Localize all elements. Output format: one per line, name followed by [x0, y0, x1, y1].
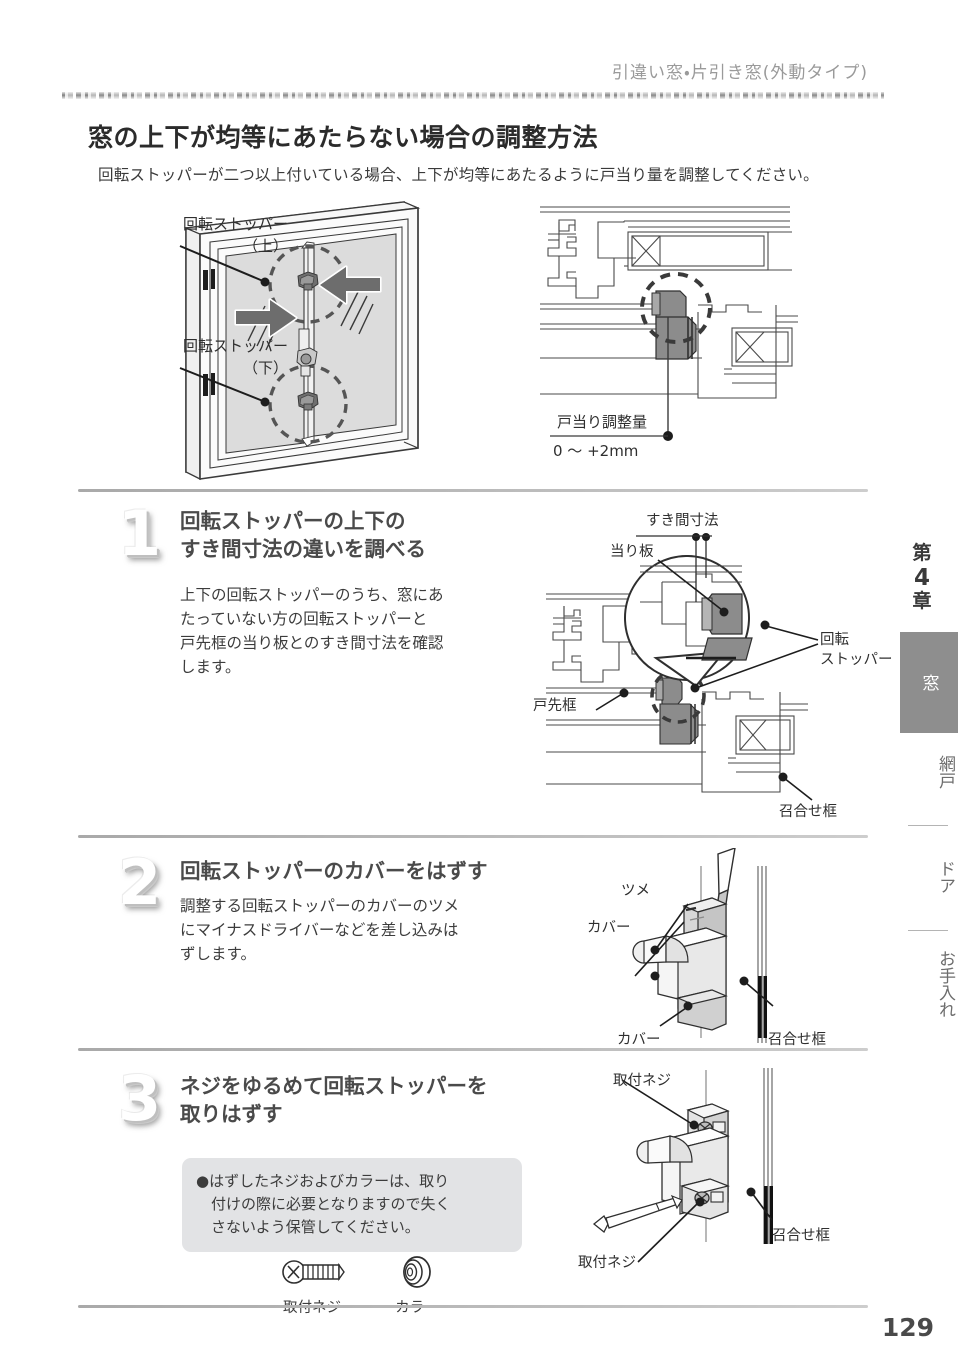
section-lead-text: 回転ストッパーが二つ以上付いている場合、上下が均等にあたるように戸当り量を調整し…: [98, 166, 819, 184]
step-body-1-line3: 戸先框の当り板とのすき間寸法を確認: [180, 634, 444, 653]
step-title-3: ネジをゆるめて回転ストッパーを 取りはずす: [180, 1072, 488, 1129]
label-rotation-stopper-line1: 回転: [820, 632, 849, 648]
step-body-2-line3: ずします。: [180, 945, 256, 964]
step-body-2: 調整する回転ストッパーのカバーのツメ にマイナスドライバーなどを差し込みは ずし…: [180, 894, 459, 966]
step1-detail-figure: [536, 506, 888, 822]
step-body-1-line1: 上下の回転ストッパーのうち、窓にあ: [180, 586, 444, 604]
step-body-1-line2: たっていない方の回転ストッパーと: [180, 610, 428, 629]
side-tab-screen[interactable]: 網戸: [900, 755, 958, 789]
step-title-3-line1: ネジをゆるめて回転ストッパーを: [180, 1074, 488, 1098]
label-meeting-stile-step3: 召合せ框: [772, 1228, 830, 1244]
step-body-2-line2: にマイナスドライバーなどを差し込みは: [180, 921, 459, 940]
side-tab-window[interactable]: 窓: [900, 632, 958, 733]
label-gap-dimension: すき間寸法: [646, 513, 719, 529]
chapter-number: 4: [913, 564, 930, 591]
note-box: ●はずしたネジおよびカラーは、取り 付けの際に必要となりますので失く さないよう…: [182, 1158, 522, 1253]
step-body-2-line1: 調整する回転ストッパーのカバーのツメ: [180, 897, 460, 915]
screw-icon: [282, 1260, 345, 1284]
divider-step3: [78, 1048, 868, 1051]
label-rotation-stopper-line2: ストッパー: [820, 651, 893, 668]
side-tab-door[interactable]: ドア: [900, 860, 958, 894]
note-line3: さないよう保管してください。: [211, 1217, 420, 1236]
label-cover-bottom: カバー: [617, 1032, 661, 1048]
chapter-prefix: 第: [912, 542, 932, 564]
step-title-1: 回転ストッパーの上下の すき間寸法の違いを調べる: [180, 507, 426, 564]
divider-step2: [78, 835, 868, 838]
step-title-2-line1: 回転ストッパーのカバーをはずす: [180, 859, 488, 883]
step-title-3-line2: 取りはずす: [180, 1102, 283, 1127]
part-screw-label: 取付ネジ: [283, 1300, 341, 1316]
label-meeting-stile-step2: 召合せ框: [768, 1032, 826, 1048]
side-tab-maintenance[interactable]: お手入れ: [900, 950, 958, 1018]
side-tab-door-label: ドア: [935, 860, 955, 894]
label-door-stop-range: 0 ～ +2mm: [553, 442, 639, 460]
part-screw: 取付ネジ: [262, 1255, 362, 1317]
step-body-1: 上下の回転ストッパーのうち、窓にあ たっていない方の回転ストッパーと 戸先框の当…: [180, 583, 444, 679]
label-strike-plate: 当り板: [610, 544, 654, 560]
label-lower-stopper: 回転ストッパー （下）: [168, 336, 288, 380]
chapter-suffix: 章: [912, 589, 932, 612]
note-line1: ●はずしたネジおよびカラーは、取り: [196, 1172, 450, 1190]
label-lower-stopper-line2: （下）: [242, 358, 288, 377]
label-rotation-stopper: 回転 ストッパー: [820, 631, 893, 670]
step2-cover-removal-figure: [600, 848, 890, 1048]
step-title-2: 回転ストッパーのカバーをはずす: [180, 857, 488, 885]
window-overview-figure: [108, 196, 518, 488]
label-upper-stopper-line2: （上）: [242, 236, 288, 255]
label-lower-stopper-line1: 回転ストッパー: [182, 337, 288, 355]
step-number-1: 1: [118, 497, 162, 570]
step-title-1-line1: 回転ストッパーの上下の: [180, 509, 406, 533]
chapter-marker: 第 4 章: [902, 542, 942, 613]
tab-divider-1: [908, 825, 948, 826]
tab-divider-2: [908, 930, 948, 931]
step-number-3: 3: [118, 1062, 162, 1135]
header-rule-decoration: [62, 92, 884, 99]
running-header-title: 引違い窓・片引き窓(外動タイプ): [611, 63, 868, 83]
label-claw: ツメ: [621, 883, 650, 899]
label-screw-top: 取付ネジ: [613, 1073, 671, 1089]
label-upper-stopper-line1: 回転ストッパー: [182, 215, 288, 233]
label-cover-top: カバー: [587, 920, 631, 936]
label-upper-stopper: 回転ストッパー （上）: [168, 214, 288, 258]
side-tab-screen-label: 網戸: [935, 755, 955, 789]
page-number: 129: [881, 1313, 934, 1342]
step-title-1-line2: すき間寸法の違いを調べる: [180, 537, 426, 562]
section-title: 窓の上下が均等にあたらない場合の調整方法: [88, 123, 599, 152]
label-door-stop-adjustment: 戸当り調整量: [557, 413, 648, 431]
note-line2: 付けの際に必要となりますので失く: [211, 1194, 451, 1213]
collar-icon: [403, 1256, 431, 1288]
part-collar: カラー: [372, 1255, 462, 1317]
section-view-figure: [536, 198, 896, 468]
step-number-2: 2: [118, 846, 162, 919]
part-collar-label: カラー: [395, 1300, 439, 1316]
label-lead-stile: 戸先框: [533, 698, 577, 714]
divider-step1: [78, 489, 868, 492]
label-meeting-stile-step1: 召合せ框: [779, 804, 837, 820]
divider-footer: [78, 1305, 868, 1308]
side-tab-window-label: 窓: [918, 674, 939, 691]
side-tab-maintenance-label: お手入れ: [935, 950, 955, 1018]
step-body-1-line4: します。: [180, 658, 241, 677]
step3-screw-removal-figure: [560, 1062, 890, 1292]
label-screw-bottom: 取付ネジ: [578, 1255, 636, 1271]
